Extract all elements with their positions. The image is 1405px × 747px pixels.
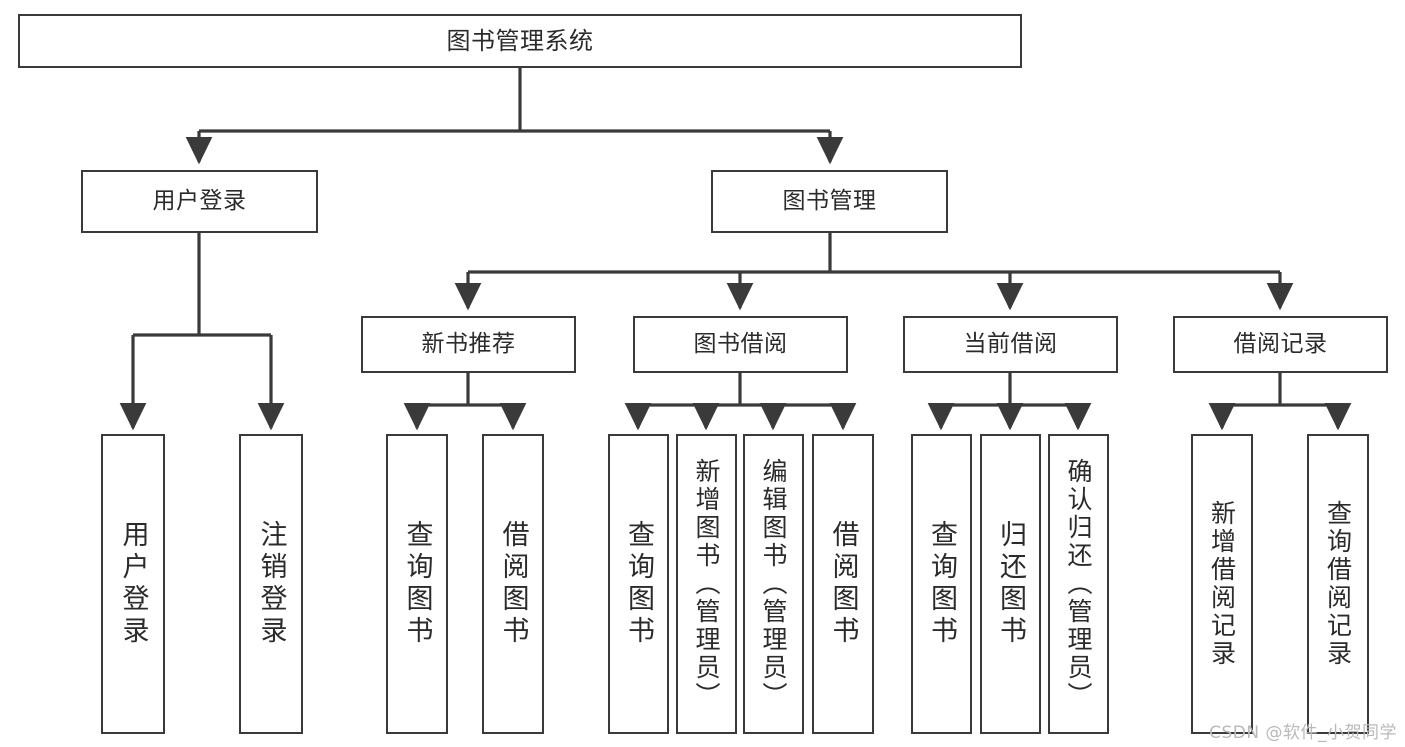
node-label: 新增图书（管理员）: [692, 458, 721, 710]
node-book-borrow[interactable]: 图书借阅: [633, 316, 848, 373]
node-new-book-recommendation[interactable]: 新书推荐: [361, 316, 576, 373]
node-label: 借阅记录: [1233, 330, 1328, 357]
node-user-login[interactable]: 用户登录: [81, 170, 318, 233]
leaf-borrow-book-1[interactable]: 借阅图书: [482, 434, 544, 734]
node-label: 图书管理: [782, 187, 877, 214]
node-label: 编辑图书（管理员）: [759, 458, 788, 710]
node-current-borrow[interactable]: 当前借阅: [903, 316, 1118, 373]
leaf-query-book-2[interactable]: 查询图书: [608, 434, 669, 734]
node-label: 图书借阅: [693, 330, 788, 357]
node-label: 用户登录: [152, 187, 247, 214]
node-label: 查询图书: [926, 520, 957, 648]
leaf-query-book-3[interactable]: 查询图书: [911, 434, 972, 734]
leaf-confirm-return-admin[interactable]: 确认归还（管理员）: [1048, 434, 1109, 734]
leaf-query-book-1[interactable]: 查询图书: [386, 434, 448, 734]
node-borrow-record[interactable]: 借阅记录: [1173, 316, 1388, 373]
leaf-user-login[interactable]: 用户登录: [101, 434, 165, 734]
node-label: 注销登录: [255, 520, 287, 648]
leaf-borrow-book-2[interactable]: 借阅图书: [812, 434, 874, 734]
node-label: 查询图书: [623, 520, 654, 648]
leaf-add-book-admin[interactable]: 新增图书（管理员）: [676, 434, 737, 734]
csdn-watermark: CSDN @软件_小贺同学: [1209, 723, 1397, 743]
node-label: 确认归还（管理员）: [1064, 458, 1093, 710]
node-label: 用户登录: [117, 520, 149, 648]
node-label: 归还图书: [995, 520, 1026, 648]
leaf-edit-book-admin[interactable]: 编辑图书（管理员）: [743, 434, 804, 734]
node-label: 借阅图书: [497, 520, 529, 648]
leaf-add-borrow-record[interactable]: 新增借阅记录: [1191, 434, 1253, 734]
node-book-management[interactable]: 图书管理: [711, 170, 948, 233]
node-label: 查询借阅记录: [1323, 500, 1353, 668]
node-label: 图书管理系统: [446, 26, 594, 55]
node-label: 查询图书: [401, 520, 433, 648]
node-label: 新增借阅记录: [1207, 500, 1237, 668]
leaf-query-borrow-record[interactable]: 查询借阅记录: [1307, 434, 1369, 734]
leaf-logout[interactable]: 注销登录: [239, 434, 303, 734]
node-label: 新书推荐: [421, 330, 516, 357]
node-label: 当前借阅: [963, 330, 1058, 357]
leaf-return-book[interactable]: 归还图书: [980, 434, 1041, 734]
node-root-book-management-system[interactable]: 图书管理系统: [18, 14, 1022, 68]
node-label: 借阅图书: [827, 520, 859, 648]
